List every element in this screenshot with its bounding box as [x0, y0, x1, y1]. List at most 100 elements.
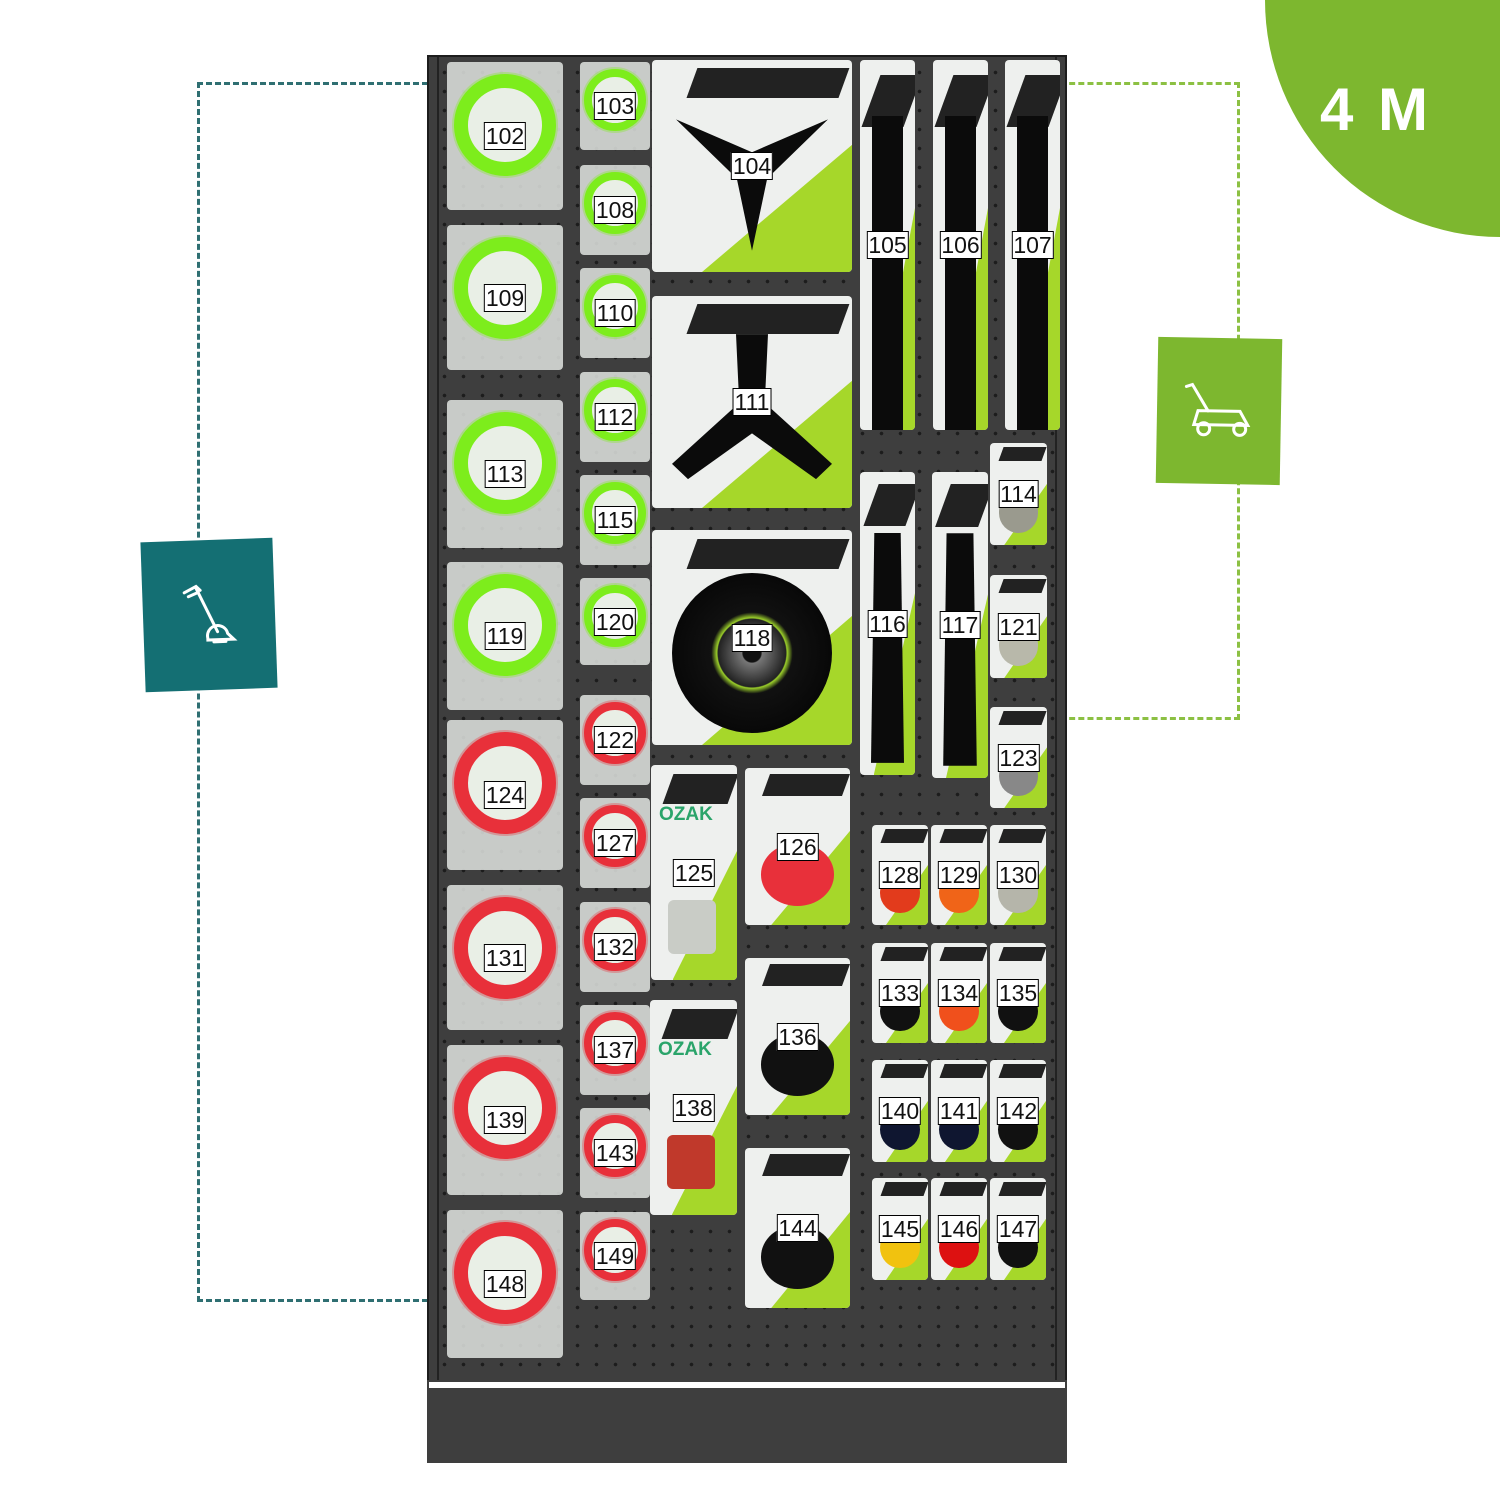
string-trimmer-icon [182, 584, 238, 644]
product-number: 140 [878, 1097, 922, 1125]
product-133[interactable]: 133 [872, 943, 928, 1043]
product-111[interactable]: 111 [652, 296, 852, 508]
product-128[interactable]: 128 [872, 825, 928, 925]
product-148[interactable]: 148 [447, 1210, 563, 1358]
product-number: 126 [776, 832, 819, 861]
product-131[interactable]: 131 [447, 885, 563, 1030]
trimmer-zone-badge [140, 537, 278, 693]
product-119[interactable]: 119 [447, 562, 563, 710]
product-132[interactable]: 132 [580, 902, 650, 992]
product-121[interactable]: 121 [990, 575, 1047, 678]
product-102[interactable]: 102 [447, 62, 563, 210]
product-142[interactable]: 142 [990, 1060, 1046, 1162]
product-number: 120 [593, 607, 637, 636]
package-header [939, 829, 987, 843]
product-number: 138 [672, 1093, 715, 1122]
product-image [668, 900, 716, 955]
product-130[interactable]: 130 [990, 825, 1046, 925]
product-number: 109 [483, 283, 527, 312]
package-header [935, 484, 988, 528]
product-127[interactable]: 127 [580, 798, 650, 888]
two-tooth-blade-icon [943, 533, 977, 766]
product-144[interactable]: 144 [745, 1148, 850, 1308]
product-number: 115 [594, 506, 636, 534]
product-number: 107 [1011, 231, 1054, 259]
ozak-logo: OZAK [659, 803, 713, 825]
product-135[interactable]: 135 [990, 943, 1046, 1043]
product-number: 136 [776, 1022, 819, 1051]
product-number: 139 [483, 1106, 527, 1134]
product-116[interactable]: 116 [860, 472, 915, 775]
product-113[interactable]: 113 [447, 400, 563, 548]
product-114[interactable]: 114 [990, 443, 1047, 545]
package-header [762, 964, 850, 987]
product-105[interactable]: 105 [860, 60, 915, 430]
display-shelf-edge [427, 1380, 1067, 1390]
package-header [998, 711, 1047, 726]
product-147[interactable]: 147 [990, 1178, 1046, 1280]
package-header [880, 829, 928, 843]
product-149[interactable]: 149 [580, 1212, 650, 1300]
mower-blade-icon [872, 115, 903, 430]
product-number: 141 [937, 1097, 981, 1125]
lawn-mower-icon [1184, 382, 1251, 437]
product-129[interactable]: 129 [931, 825, 987, 925]
product-number: 110 [594, 299, 636, 327]
product-137[interactable]: 137 [580, 1005, 650, 1095]
product-126[interactable]: 126 [745, 768, 850, 925]
product-124[interactable]: 124 [447, 720, 563, 870]
ozak-logo: OZAK [658, 1038, 712, 1060]
product-123[interactable]: 123 [990, 707, 1047, 808]
product-134[interactable]: 134 [931, 943, 987, 1043]
product-118[interactable]: 118 [652, 530, 852, 745]
product-number: 148 [483, 1270, 527, 1298]
mower-blade-icon [945, 115, 976, 430]
product-106[interactable]: 106 [933, 60, 988, 430]
product-120[interactable]: 120 [580, 578, 650, 665]
line-spool-icon [453, 896, 557, 999]
product-109[interactable]: 109 [447, 225, 563, 370]
product-136[interactable]: 136 [745, 958, 850, 1115]
package-header [998, 1064, 1046, 1079]
product-122[interactable]: 122 [580, 695, 650, 785]
product-107[interactable]: 107 [1005, 60, 1060, 430]
product-number: 142 [996, 1097, 1040, 1125]
package-header [880, 1064, 928, 1079]
product-143[interactable]: 143 [580, 1108, 650, 1198]
product-number: 113 [484, 460, 526, 488]
product-number: 137 [593, 1036, 637, 1064]
product-number: 104 [730, 152, 774, 180]
product-number: 119 [484, 622, 526, 650]
product-number: 127 [593, 829, 637, 857]
product-number: 105 [866, 231, 909, 259]
product-140[interactable]: 140 [872, 1060, 928, 1162]
product-110[interactable]: 110 [580, 268, 650, 358]
product-number: 122 [593, 726, 637, 754]
product-103[interactable]: 103 [580, 62, 650, 150]
product-115[interactable]: 115 [580, 475, 650, 565]
package-header [686, 538, 850, 569]
product-145[interactable]: 145 [872, 1178, 928, 1280]
product-number: 103 [593, 92, 637, 120]
package-header [761, 1154, 850, 1177]
package-header [998, 447, 1047, 462]
product-number: 114 [998, 480, 1039, 508]
product-146[interactable]: 146 [931, 1178, 987, 1280]
product-117[interactable]: 117 [932, 472, 988, 778]
mower-blade-icon [1017, 115, 1048, 430]
product-141[interactable]: 141 [931, 1060, 987, 1162]
product-104[interactable]: 104 [652, 60, 852, 272]
product-number: 145 [878, 1215, 922, 1243]
package-header [863, 484, 915, 527]
saw-disc-icon [672, 573, 832, 733]
package-header [998, 947, 1046, 961]
package-header [661, 1008, 737, 1039]
product-image [667, 1135, 716, 1190]
product-139[interactable]: 139 [447, 1045, 563, 1195]
package-header [880, 947, 928, 961]
product-138[interactable]: OZAK 138 [650, 1000, 737, 1215]
product-108[interactable]: 108 [580, 165, 650, 255]
two-tooth-blade-icon [871, 532, 904, 763]
product-112[interactable]: 112 [580, 372, 650, 462]
